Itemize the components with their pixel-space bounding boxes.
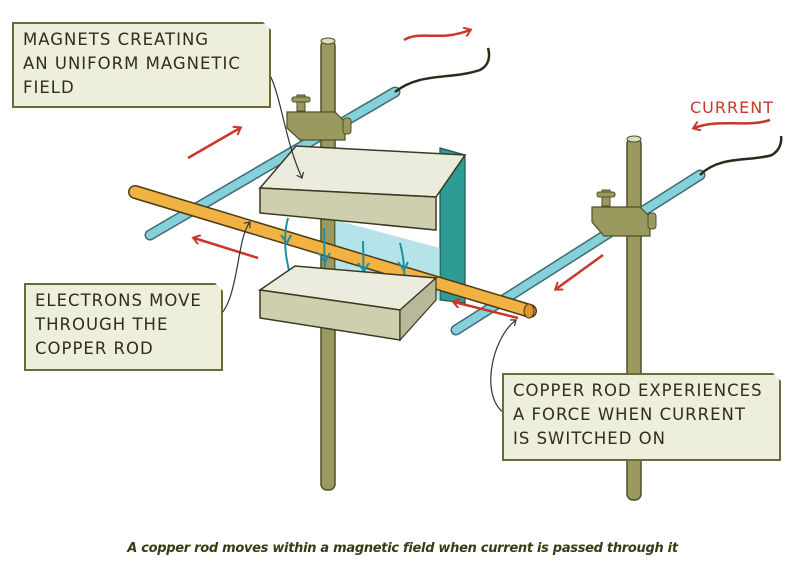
electrons-label-line: THROUGH THE [35, 315, 169, 334]
bottom-magnet [257, 265, 438, 342]
arrow-current-in [694, 118, 771, 128]
figure-caption: A copper rod moves within a magnetic fie… [127, 541, 678, 556]
top-magnet [258, 145, 467, 231]
arrow-left-rail [187, 128, 240, 160]
electrons-label-line: COPPER ROD [35, 339, 154, 358]
left-rail-wire [394, 47, 491, 93]
arrow-top-wire [403, 30, 470, 42]
current-label: CURRENT [690, 98, 774, 117]
arrow-right-rail [556, 253, 604, 289]
copper-rod [128, 185, 537, 319]
right-clamp [591, 189, 657, 237]
force-label: COPPER ROD EXPERIENCES A FORCE WHEN CURR… [502, 373, 781, 461]
force-label-line: IS SWITCHED ON [513, 429, 666, 448]
left-clamp [286, 94, 352, 141]
magnets-label-line: MAGNETS CREATING [23, 30, 210, 49]
arrow-copper-rod-right [454, 302, 519, 320]
electrons-label: ELECTRONS MOVE THROUGH THE COPPER ROD [24, 283, 223, 371]
force-label-line: A FORCE WHEN CURRENT [513, 405, 746, 424]
left-stand [320, 37, 336, 491]
right-rail-wire [699, 135, 783, 176]
arrow-copper-rod-left [194, 238, 259, 260]
magnets-label-line: FIELD [23, 78, 75, 97]
electrons-label-line: ELECTRONS MOVE [35, 291, 202, 310]
magnets-label-line: AN UNIFORM MAGNETIC [23, 54, 241, 73]
magnets-label: MAGNETS CREATING AN UNIFORM MAGNETIC FIE… [12, 22, 271, 108]
force-label-line: COPPER ROD EXPERIENCES [513, 381, 763, 400]
current-arrows [187, 30, 771, 320]
